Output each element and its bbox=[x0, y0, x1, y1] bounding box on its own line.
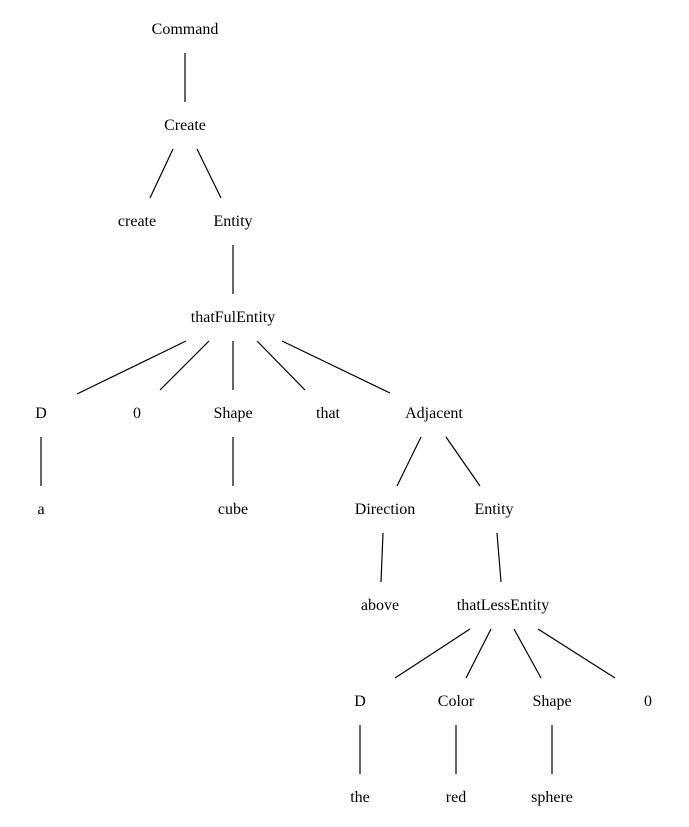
node-the: the bbox=[350, 789, 370, 806]
edge-thatlessentity-color bbox=[465, 628, 492, 679]
edge-direction-above bbox=[380, 532, 384, 583]
edge-adjacent-entity bbox=[445, 436, 481, 487]
node-adjacent: Adjacent bbox=[405, 405, 463, 422]
edge-thatfulentity-adjacent bbox=[281, 340, 391, 394]
node-a: a bbox=[37, 501, 44, 518]
edge-adjacent-direction bbox=[396, 436, 422, 487]
node-above: above bbox=[361, 597, 399, 614]
edge-thatfulentity-0 bbox=[159, 340, 210, 391]
node-d-inner: D bbox=[354, 693, 366, 710]
tree-edges bbox=[40, 53, 616, 774]
tree-nodes: Command Create create Entity thatFulEnti… bbox=[35, 21, 652, 806]
node-entity-inner: Entity bbox=[474, 501, 513, 518]
node-entity: Entity bbox=[213, 213, 252, 230]
node-sphere: sphere bbox=[531, 789, 573, 806]
node-that: that bbox=[316, 405, 341, 422]
node-zero-inner: 0 bbox=[644, 693, 652, 710]
node-zero: 0 bbox=[133, 405, 141, 422]
node-shape: Shape bbox=[213, 405, 252, 422]
node-create-terminal: create bbox=[118, 213, 156, 230]
edge-create-entity bbox=[196, 148, 222, 199]
node-shape-inner: Shape bbox=[532, 693, 571, 710]
edge-thatfulentity-d bbox=[76, 340, 187, 395]
node-command: Command bbox=[152, 21, 219, 38]
edge-thatlessentity-d bbox=[394, 628, 471, 679]
edge-thatlessentity-shape bbox=[513, 628, 542, 679]
edge-thatlessentity-0 bbox=[537, 628, 616, 679]
node-create: Create bbox=[164, 117, 206, 134]
node-cube: cube bbox=[218, 501, 248, 518]
node-red: red bbox=[446, 789, 466, 806]
node-color: Color bbox=[438, 693, 475, 710]
edge-thatfulentity-that bbox=[256, 340, 306, 391]
edge-create-create bbox=[149, 148, 174, 199]
node-d: D bbox=[35, 405, 47, 422]
node-thatfulentity: thatFulEntity bbox=[191, 309, 275, 326]
node-direction: Direction bbox=[355, 501, 415, 518]
node-thatlessentity: thatLessEntity bbox=[457, 597, 549, 614]
edge-entity-thatlessentity bbox=[496, 532, 502, 583]
